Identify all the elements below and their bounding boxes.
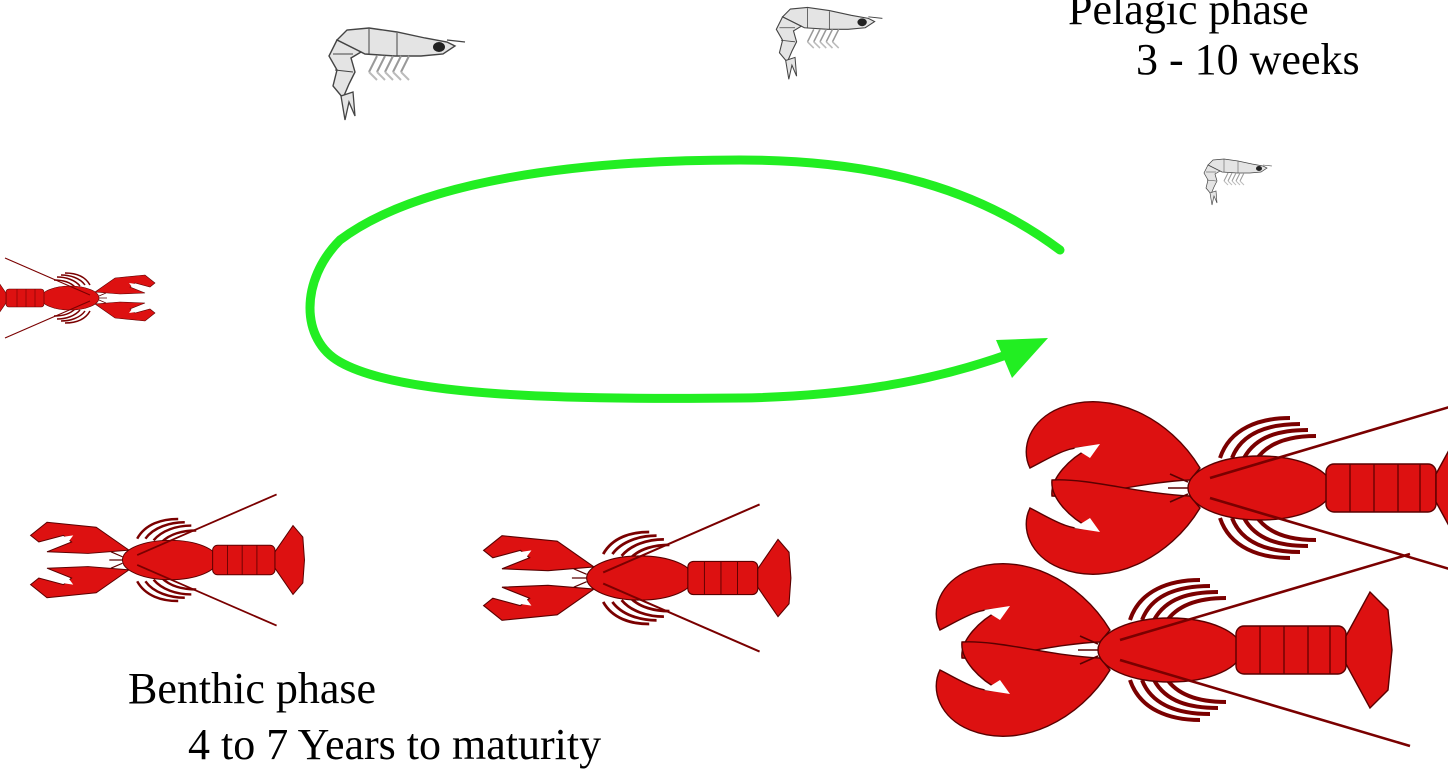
shrimp-larva-icon (1204, 159, 1272, 205)
life-cycle-arrow (310, 160, 1060, 398)
shrimp-larva-icon (329, 28, 465, 120)
shrimp-larva-icon (776, 7, 882, 79)
benthic-phase-title: Benthic phase (128, 667, 376, 711)
adult-lobster-icon (936, 554, 1410, 746)
pelagic-phase-title: Pelagic phase (1068, 0, 1309, 32)
juvenile-lobster-icon (484, 504, 791, 651)
juvenile-lobster-icon (0, 258, 155, 338)
benthic-phase-duration: 4 to 7 Years to maturity (188, 723, 601, 767)
juvenile-lobster-icon (31, 494, 305, 625)
adult-lobster-icon (1026, 392, 1448, 584)
pelagic-phase-duration: 3 - 10 weeks (1136, 38, 1360, 82)
